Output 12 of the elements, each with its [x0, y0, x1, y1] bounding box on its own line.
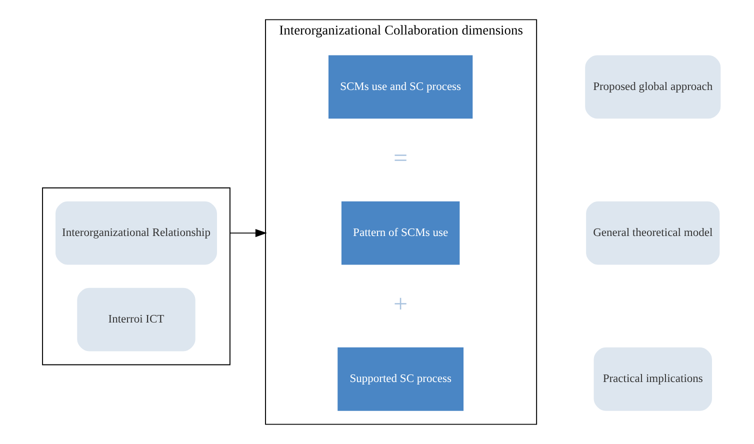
node-box: Supported SC process [337, 347, 464, 411]
node-box: Practical implications [593, 347, 712, 411]
arrow [228, 229, 266, 238]
node-box: General theoretical model [586, 201, 720, 265]
node-box: Interroi ICT [76, 288, 195, 352]
node-box: SCMs use and SC process [328, 55, 472, 119]
label: = [393, 145, 408, 172]
node-box: Interorganizational Relationship [55, 201, 216, 265]
node-box: Pattern of SCMs use [340, 201, 460, 265]
cluster [42, 187, 230, 366]
label: + [393, 291, 408, 318]
node-box: Proposed global approach [584, 55, 720, 119]
